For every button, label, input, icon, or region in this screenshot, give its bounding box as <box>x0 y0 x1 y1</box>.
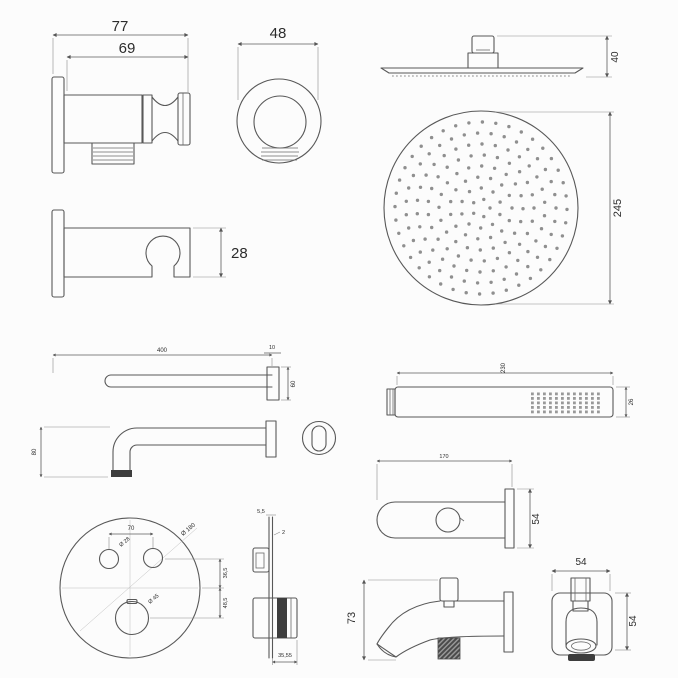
dim-outlet-overall-width: 77 <box>112 18 129 35</box>
dim-spout-length: 170 <box>439 454 448 460</box>
dim-head-diameter: 245 <box>612 199 624 217</box>
overhead-shower-side-view: 40 <box>380 35 621 78</box>
dim-bracket-height: 28 <box>231 245 248 262</box>
dim-trim-plate-thickness: 5,5 <box>257 509 265 515</box>
hand-shower-view: 230 26 <box>386 362 635 418</box>
thermostat-trim-front-view: 70 Ø 28 Ø 180 Ø 45 36,5 48,5 <box>59 517 229 659</box>
dim-arm-length: 400 <box>157 348 168 354</box>
wall-outlet-front-view: 48 <box>236 25 322 164</box>
dim-trim-offset-lower: 48,5 <box>223 598 229 609</box>
dim-escutcheon-diameter: 48 <box>270 25 287 42</box>
shower-arm-side-view: 80 <box>32 420 337 478</box>
dim-trim-knob-pitch: 70 <box>128 526 135 532</box>
dim-outlet-body-width: 69 <box>119 40 136 57</box>
wall-bracket-side-view: 28 <box>51 209 248 298</box>
shower-arm-top-view: 400 10 60 <box>52 345 297 401</box>
dim-arm-flange-depth: 10 <box>269 345 275 351</box>
dim-handshower-length: 230 <box>501 362 507 373</box>
dim-trim-small-knob: Ø 28 <box>118 536 131 548</box>
dim-trim-wall-gap: 2 <box>282 530 285 536</box>
dim-handshower-diameter: 26 <box>629 398 635 405</box>
dim-arm-flange-diameter: 60 <box>291 380 297 387</box>
head-nozzle-dots <box>393 120 569 296</box>
thermostat-trim-side-view: 5,5 2 35,55 <box>252 509 298 665</box>
dim-arm-drop: 80 <box>32 448 38 455</box>
dim-spout-height: 73 <box>346 612 358 624</box>
overhead-shower-front-view: 245 <box>383 110 624 306</box>
dim-trim-offset-upper: 36,5 <box>223 568 229 579</box>
dim-spout-flange-height: 54 <box>531 513 542 525</box>
dim-trim-large-knob: Ø 45 <box>147 593 160 605</box>
wall-outlet-square-view: 54 54 <box>551 557 639 661</box>
dim-trim-depth: 35,55 <box>278 653 292 659</box>
dim-head-height: 40 <box>610 51 621 63</box>
wall-outlet-holder-side-view: 77 69 <box>51 18 191 174</box>
spout-top-view: 170 54 <box>376 454 542 549</box>
spout-side-view: 73 <box>346 577 514 661</box>
dim-outlet-square-width: 54 <box>575 557 587 568</box>
dim-outlet-square-height: 54 <box>628 615 639 627</box>
handshower-nozzle-grid <box>531 392 600 414</box>
